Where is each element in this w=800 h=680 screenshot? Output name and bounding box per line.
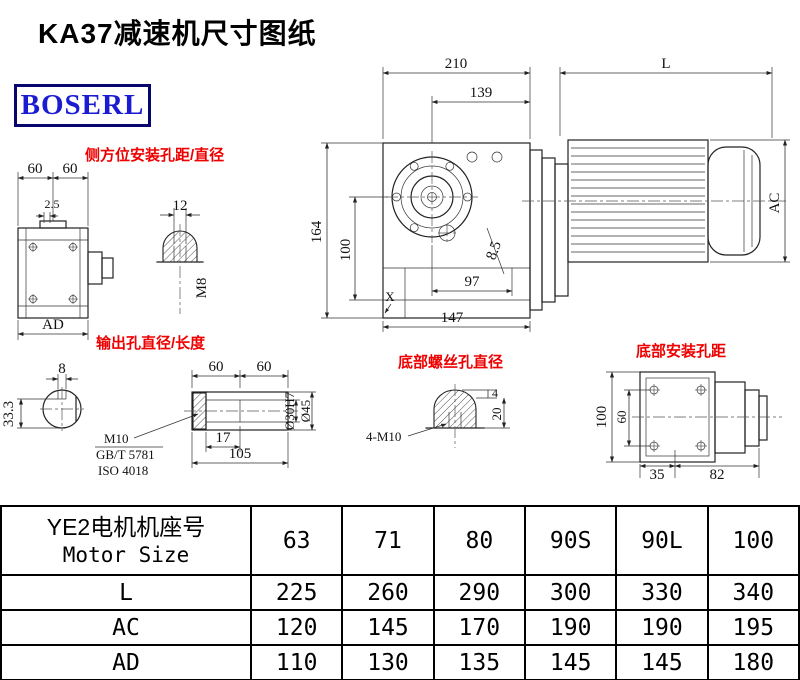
table-row-AD: AD 110 130 135 145 145 180 bbox=[0, 644, 800, 680]
dim-rear-60: 60 bbox=[614, 411, 629, 424]
dim-20: 20 bbox=[489, 408, 504, 421]
dim-d30H7: Ø30H7 bbox=[282, 391, 297, 430]
dim-60-bore: 60 bbox=[209, 359, 224, 375]
dimension-drawing: 60 60 2.5 AD 12 M8 bbox=[1, 56, 790, 483]
motor-size-col-header: 71 bbox=[341, 505, 435, 576]
dim-100: 100 bbox=[338, 239, 354, 262]
thread-label: M10 bbox=[104, 431, 129, 446]
dim-value-cell: 145 bbox=[523, 644, 618, 680]
dim-AC: AC bbox=[767, 193, 783, 214]
dim-value-cell: 290 bbox=[432, 574, 526, 611]
dim-value-cell: 225 bbox=[249, 574, 344, 611]
dim-33-3: 33.3 bbox=[1, 401, 17, 427]
dim-value-cell: 260 bbox=[341, 574, 435, 611]
dim-value-cell: 130 bbox=[341, 644, 435, 680]
dim-2-5: 2.5 bbox=[45, 197, 60, 211]
dim-value-cell: 145 bbox=[615, 644, 709, 680]
header-cn: YE2电机机座号 bbox=[46, 513, 206, 540]
dim-8: 8 bbox=[58, 361, 66, 377]
dim-17: 17 bbox=[216, 430, 232, 446]
dim-value-cell: 190 bbox=[523, 609, 618, 646]
side-mount-view: 60 60 2.5 AD bbox=[17, 161, 114, 340]
boserl-logo-text: BOSERL bbox=[20, 89, 145, 121]
boserl-logo: BOSERL bbox=[14, 84, 151, 127]
dim-12: 12 bbox=[173, 198, 188, 214]
bottom-screw-detail: 4-M10 4 20 bbox=[366, 384, 510, 448]
dim-rear-100: 100 bbox=[594, 406, 610, 429]
page-title: KA37减速机尺寸图纸 bbox=[38, 18, 317, 49]
dim-60-shaft: 60 bbox=[257, 359, 272, 375]
std-gb-label: GB/T 5781 bbox=[96, 447, 155, 462]
dim-value-cell: 145 bbox=[341, 609, 435, 646]
dim-AD: AD bbox=[42, 317, 64, 333]
dim-value-cell: 170 bbox=[432, 609, 526, 646]
side-mount-label: 侧方位安装孔距/直径 bbox=[85, 146, 224, 164]
dim-d45: Ø45 bbox=[298, 400, 313, 422]
dim-row-label: AC bbox=[0, 609, 252, 646]
dim-value-cell: 190 bbox=[615, 609, 709, 646]
dim-164: 164 bbox=[309, 220, 325, 243]
dim-value-cell: 330 bbox=[615, 574, 709, 611]
motor-size-col-header: 63 bbox=[249, 505, 344, 576]
motor-size-col-header: 90L bbox=[615, 505, 709, 576]
output-shaft-views: 8 33.3 M10 GB/T 5781 ISO 4018 bbox=[1, 359, 316, 478]
motor-size-header-cell: YE2电机机座号 Motor Size bbox=[0, 505, 252, 576]
dim-value-cell: 195 bbox=[706, 609, 800, 646]
bottom-mount-label: 底部安装孔距 bbox=[636, 342, 726, 360]
dim-60-left: 60 bbox=[28, 161, 43, 177]
dim-35: 35 bbox=[650, 467, 665, 483]
size-table: YE2电机机座号 Motor Size 63 71 80 90S 90L 100… bbox=[0, 505, 800, 680]
dim-L: L bbox=[661, 56, 670, 72]
std-iso-label: ISO 4018 bbox=[98, 463, 148, 478]
gearbox-front-view bbox=[382, 142, 531, 319]
dim-105: 105 bbox=[229, 446, 252, 462]
dim-147: 147 bbox=[441, 310, 464, 326]
dim-value-cell: 120 bbox=[249, 609, 344, 646]
dim-97: 97 bbox=[465, 274, 481, 290]
header-en: Motor Size bbox=[62, 542, 190, 567]
dim-4: 4 bbox=[492, 386, 498, 400]
dim-row-label: L bbox=[0, 574, 252, 611]
dim-value-cell: 110 bbox=[249, 644, 344, 680]
motor-size-col-header: 100 bbox=[706, 505, 800, 576]
dim-value-cell: 135 bbox=[432, 644, 526, 680]
bottom-screw-label: 底部螺丝孔直径 bbox=[398, 353, 503, 371]
dim-value-cell: 340 bbox=[706, 574, 800, 611]
dim-82: 82 bbox=[710, 467, 725, 483]
dim-210: 210 bbox=[445, 56, 468, 72]
rear-mount-view: 100 60 35 82 bbox=[594, 371, 782, 483]
motor-size-col-header: 80 bbox=[432, 505, 526, 576]
dim-60-right: 60 bbox=[63, 161, 78, 177]
table-header-row: YE2电机机座号 Motor Size 63 71 80 90S 90L 100 bbox=[0, 505, 800, 576]
red-annotations: 侧方位安装孔距/直径 输出孔直径/长度 底部螺丝孔直径 底部安装孔距 bbox=[85, 146, 726, 371]
output-hole-label: 输出孔直径/长度 bbox=[96, 334, 206, 352]
main-dimensions: 210 L 139 164 100 AC bbox=[309, 56, 790, 332]
table-row-L: L 225 260 290 300 330 340 bbox=[0, 574, 800, 611]
motor-view bbox=[522, 139, 788, 311]
dim-row-label: AD bbox=[0, 644, 252, 680]
m8-hole-detail: 12 M8 bbox=[156, 198, 210, 314]
dim-139: 139 bbox=[470, 85, 493, 101]
table-row-AC: AC 120 145 170 190 190 195 bbox=[0, 609, 800, 646]
dim-value-cell: 300 bbox=[523, 574, 618, 611]
dim-4-M10: 4-M10 bbox=[366, 429, 401, 444]
motor-size-col-header: 90S bbox=[523, 505, 618, 576]
dim-8-5: 8.5 bbox=[484, 239, 505, 262]
dim-M8: M8 bbox=[194, 278, 210, 299]
dim-X: X bbox=[385, 289, 395, 304]
dim-value-cell: 180 bbox=[706, 644, 800, 680]
